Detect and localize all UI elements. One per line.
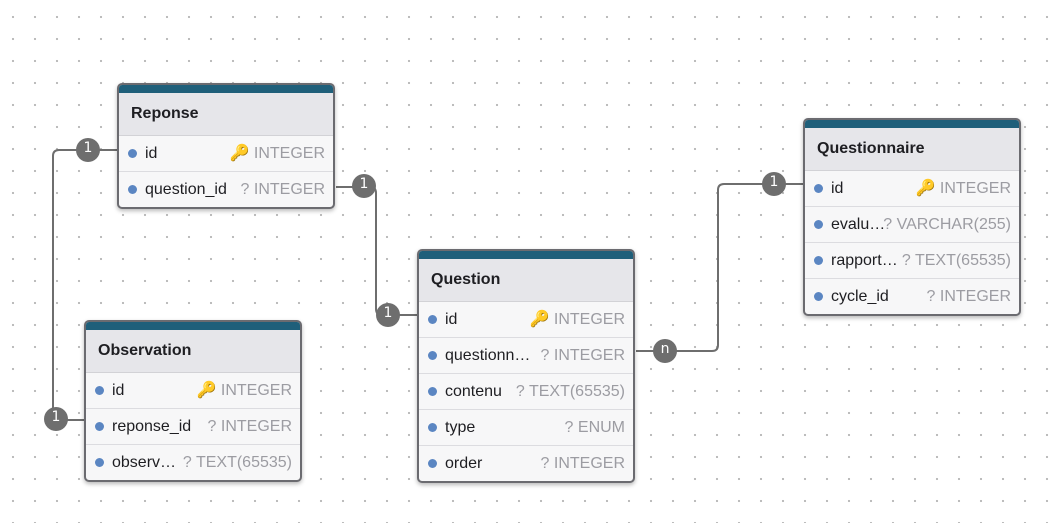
field-name: question_id (145, 181, 227, 198)
field-dot-icon (428, 423, 437, 432)
field-type: ? INTEGER (926, 288, 1011, 305)
field-type: ? INTEGER (540, 455, 625, 472)
field-row[interactable]: id 🔑 INTEGER (805, 171, 1019, 207)
field-list: id 🔑 INTEGER questionn… ? INTEGER contenu ? T… (419, 302, 633, 481)
field-dot-icon (428, 387, 437, 396)
field-dot-icon (95, 386, 104, 395)
field-dot-icon (428, 459, 437, 468)
field-type: ? INTEGER (207, 418, 292, 435)
cardinality-marker: 1 (44, 407, 68, 431)
table-observation[interactable]: Observation id 🔑 INTEGER reponse_id ? INTEG… (84, 320, 302, 482)
field-type: 🔑 INTEGER (229, 145, 325, 162)
field-row[interactable]: questionn… ? INTEGER (419, 338, 633, 374)
field-name: observ… (112, 454, 177, 471)
edge-reponse-question[interactable] (336, 186, 418, 316)
field-row[interactable]: order ? INTEGER (419, 446, 633, 481)
table-accent-bar (86, 322, 300, 330)
field-dot-icon (128, 149, 137, 158)
field-type: ? TEXT(65535) (901, 252, 1011, 269)
field-type: 🔑 INTEGER (915, 180, 1011, 197)
field-row[interactable]: id 🔑 INTEGER (119, 136, 333, 172)
field-dot-icon (814, 220, 823, 229)
field-row[interactable]: contenu ? TEXT(65535) (419, 374, 633, 410)
field-dot-icon (814, 292, 823, 301)
cardinality-marker: 1 (76, 138, 100, 162)
field-type: ? VARCHAR(255) (883, 216, 1011, 233)
field-row[interactable]: type ? ENUM (419, 410, 633, 446)
field-type: ? TEXT(65535) (515, 383, 625, 400)
field-name: evalu… (831, 216, 886, 233)
field-name: questionn… (445, 347, 531, 364)
field-row[interactable]: observ… ? TEXT(65535) (86, 445, 300, 480)
table-questionnaire[interactable]: Questionnaire id 🔑 INTEGER evalu…? VARCHAR… (803, 118, 1021, 316)
field-name: reponse_id (112, 418, 192, 435)
field-type: ? TEXT(65535) (182, 454, 292, 471)
field-type: ? ENUM (564, 419, 625, 436)
field-name: id (831, 180, 844, 197)
field-row[interactable]: evalu…? VARCHAR(255) (805, 207, 1019, 243)
field-name: rapport… (831, 252, 898, 269)
table-title: Reponse (119, 93, 333, 136)
field-list: id 🔑 INTEGER question_id ? INTEGER (119, 136, 333, 207)
cardinality-marker: 1 (762, 172, 786, 196)
field-dot-icon (95, 422, 104, 431)
table-accent-bar (419, 251, 633, 259)
field-dot-icon (428, 351, 437, 360)
field-row[interactable]: reponse_id ? INTEGER (86, 409, 300, 445)
field-type: ? INTEGER (240, 181, 325, 198)
field-dot-icon (95, 458, 104, 467)
table-accent-bar (119, 85, 333, 93)
field-name: id (112, 382, 125, 399)
field-dot-icon (128, 185, 137, 194)
cardinality-marker: 1 (376, 303, 400, 327)
field-dot-icon (814, 184, 823, 193)
field-dot-icon (428, 315, 437, 324)
field-name: contenu (445, 383, 502, 400)
field-row[interactable]: cycle_id ? INTEGER (805, 279, 1019, 314)
field-type: 🔑 INTEGER (196, 382, 292, 399)
field-list: id 🔑 INTEGER reponse_id ? INTEGER observ… ? T… (86, 373, 300, 480)
edge-question-questionnaire[interactable] (636, 183, 804, 352)
field-name: cycle_id (831, 288, 889, 305)
field-row[interactable]: rapport…? TEXT(65535) (805, 243, 1019, 279)
field-type: ? INTEGER (540, 347, 625, 364)
cardinality-marker: n (653, 339, 677, 363)
field-row[interactable]: question_id ? INTEGER (119, 172, 333, 207)
table-accent-bar (805, 120, 1019, 128)
table-question[interactable]: Question id 🔑 INTEGER questionn… ? INTEGER c… (417, 249, 635, 483)
field-name: id (145, 145, 158, 162)
field-name: id (445, 311, 458, 328)
table-title: Question (419, 259, 633, 302)
field-name: order (445, 455, 483, 472)
field-row[interactable]: id 🔑 INTEGER (419, 302, 633, 338)
field-dot-icon (814, 256, 823, 265)
field-row[interactable]: id 🔑 INTEGER (86, 373, 300, 409)
table-title: Observation (86, 330, 300, 373)
table-title: Questionnaire (805, 128, 1019, 171)
field-type: 🔑 INTEGER (529, 311, 625, 328)
cardinality-marker: 1 (352, 174, 376, 198)
table-reponse[interactable]: Reponse id 🔑 INTEGER question_id ? INTEGER (117, 83, 335, 209)
field-name: type (445, 419, 476, 436)
